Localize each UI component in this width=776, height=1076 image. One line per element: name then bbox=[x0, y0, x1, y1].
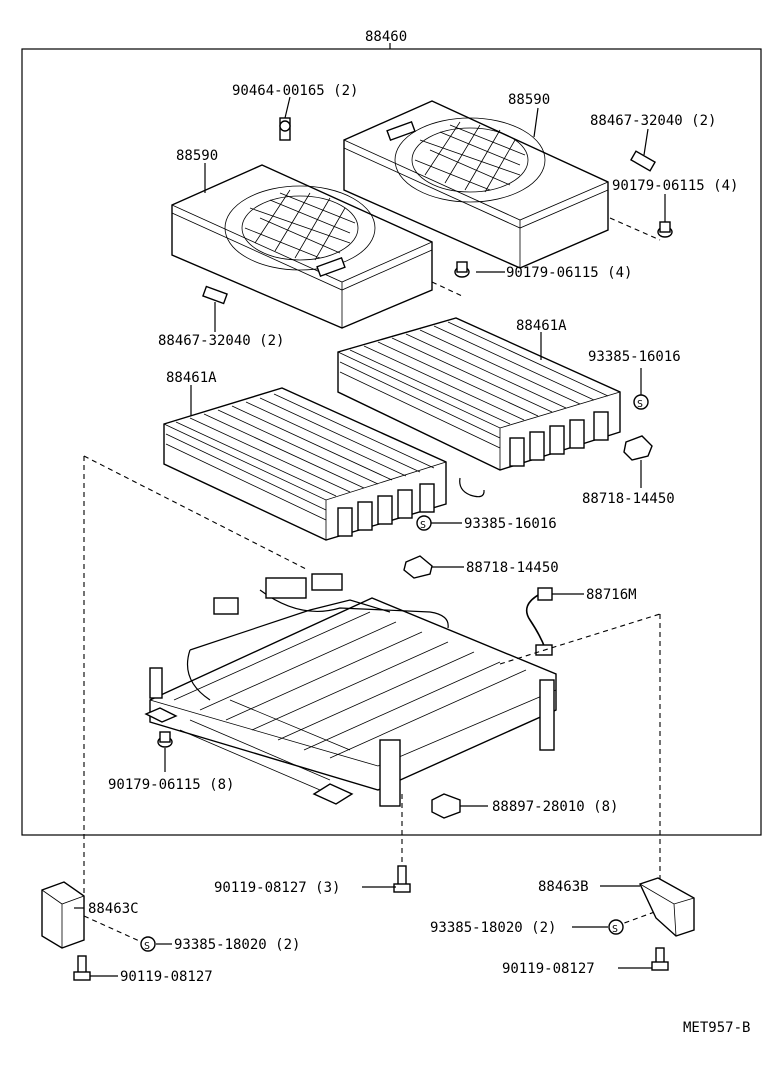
bracket-left-edge bbox=[41, 889, 85, 948]
svg-text:S: S bbox=[637, 399, 643, 410]
bracket-right-part bbox=[639, 877, 695, 937]
callout-clamp-mid: 88718-14450 bbox=[466, 560, 559, 576]
assembly-label: 88460 bbox=[365, 29, 407, 45]
nut-mid-part bbox=[454, 261, 470, 278]
callout-fan-right: 88590 bbox=[508, 92, 550, 108]
callout-nut-right: 90179-06115 (4) bbox=[612, 178, 738, 194]
dash-left-diag bbox=[83, 455, 309, 571]
dash-fan-right bbox=[609, 217, 661, 241]
holder-left-part bbox=[202, 285, 228, 305]
bolt-right-part bbox=[651, 947, 669, 971]
bolt-top-part bbox=[279, 117, 291, 141]
assembly-frame bbox=[21, 48, 762, 836]
svg-text:S: S bbox=[612, 924, 618, 935]
washer-bracket-right-part: S bbox=[608, 919, 624, 935]
callout-bracket-left: 88463C bbox=[88, 901, 139, 917]
base-tray bbox=[144, 573, 557, 807]
dash-fan-left bbox=[431, 281, 463, 297]
callout-washer-right: 93385-16016 bbox=[588, 349, 681, 365]
callout-cushion: 88897-28010 (8) bbox=[492, 799, 618, 815]
callout-cond-left: 88461A bbox=[166, 370, 217, 386]
callout-bolt-left: 90119-08127 bbox=[120, 969, 213, 985]
callout-clamp-right: 88718-14450 bbox=[582, 491, 675, 507]
callout-holder-left: 88467-32040 (2) bbox=[158, 333, 284, 349]
pipe-part bbox=[525, 593, 546, 649]
washer-right-part: S bbox=[633, 394, 649, 410]
condenser-left bbox=[163, 387, 447, 541]
bolt-mid-part bbox=[393, 865, 411, 893]
drawing-code: MET957-B bbox=[683, 1020, 750, 1036]
callout-holder-right: 88467-32040 (2) bbox=[590, 113, 716, 129]
leader-lines bbox=[74, 96, 666, 977]
dash-left-washer bbox=[83, 915, 147, 945]
callout-nut-mid: 90179-06115 (4) bbox=[506, 265, 632, 281]
callout-nut-bottom: 90179-06115 (8) bbox=[108, 777, 234, 793]
pipe-end-top bbox=[537, 587, 553, 601]
nut-bottom-part bbox=[157, 731, 173, 748]
fan-unit-left bbox=[171, 164, 433, 329]
svg-text:S: S bbox=[420, 520, 426, 531]
svg-text:S: S bbox=[144, 941, 150, 952]
callout-bolt-right: 90119-08127 bbox=[502, 961, 595, 977]
callout-bracket-right: 88463B bbox=[538, 879, 589, 895]
washer-mid-part: S bbox=[416, 515, 432, 531]
bracket-left-part bbox=[41, 881, 85, 949]
callout-washer-bracket-right: 93385-18020 (2) bbox=[430, 920, 556, 936]
bolt-left-part bbox=[73, 955, 91, 981]
dash-right-diag bbox=[499, 613, 661, 665]
cushion-part bbox=[431, 793, 461, 819]
callout-washer-mid: 93385-16016 bbox=[464, 516, 557, 532]
nut-right-part bbox=[657, 221, 673, 238]
callout-cond-right: 88461A bbox=[516, 318, 567, 334]
callout-pipe: 88716M bbox=[586, 587, 637, 603]
condenser-right bbox=[337, 317, 621, 471]
washer-bracket-left-part: S bbox=[140, 936, 156, 952]
bracket-right-edge bbox=[639, 883, 695, 937]
callout-bolt-top: 90464-00165 (2) bbox=[232, 83, 358, 99]
callout-fan-left: 88590 bbox=[176, 148, 218, 164]
clamp-right-part bbox=[623, 435, 653, 461]
clamp-mid-part bbox=[403, 555, 433, 579]
dash-right-washer bbox=[615, 909, 661, 927]
sensor-wire bbox=[459, 477, 485, 498]
fan-unit-right bbox=[343, 100, 609, 269]
holder-right-part bbox=[630, 150, 656, 172]
callout-washer-bracket-left: 93385-18020 (2) bbox=[174, 937, 300, 953]
callout-bolt-mid: 90119-08127 (3) bbox=[214, 880, 340, 896]
